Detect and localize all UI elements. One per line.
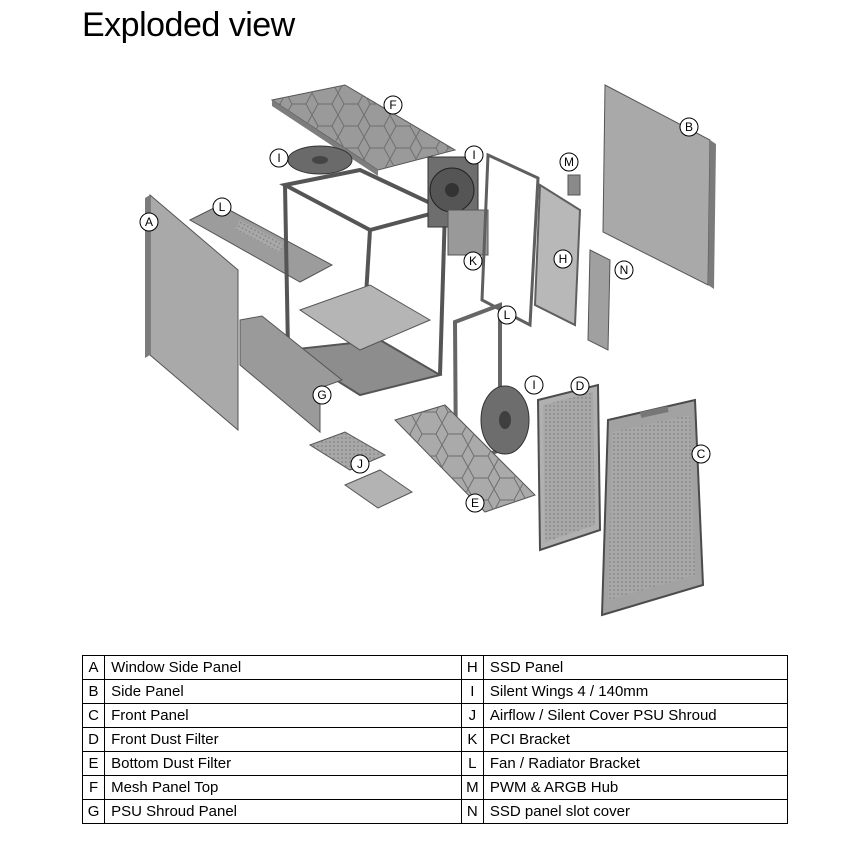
svg-text:F: F (389, 98, 396, 112)
exploded-view-diagram: A B C D E F G H I I I J K L L M N (139, 84, 716, 617)
svg-text:K: K (469, 254, 477, 268)
callout-l-front: L (497, 305, 517, 325)
part-key: A (81, 655, 106, 680)
part-name: Silent Wings 4 / 140mm (482, 679, 789, 704)
table-row: E Bottom Dust Filter L Fan / Radiator Br… (81, 751, 789, 776)
front-dust-filter (536, 383, 602, 552)
part-key: D (81, 727, 106, 752)
callout-labels: A B C D E F G H I I I J K L L M N (139, 95, 711, 513)
callout-i-front: I (524, 375, 544, 395)
svg-text:B: B (685, 120, 693, 134)
callout-f: F (383, 95, 403, 115)
front-panel (600, 398, 705, 617)
top-radiator-bracket (188, 204, 334, 283)
table-row: A Window Side Panel H SSD Panel (81, 655, 789, 680)
part-name: Bottom Dust Filter (104, 751, 462, 776)
part-key: J (460, 703, 484, 728)
part-name: PSU Shroud Panel (104, 799, 462, 824)
callout-d: D (570, 376, 590, 396)
part-key: C (81, 703, 106, 728)
part-key: K (460, 727, 484, 752)
svg-text:I: I (472, 148, 475, 162)
side-panel (602, 84, 716, 289)
callout-i-top: I (269, 148, 289, 168)
callout-j: J (350, 454, 370, 474)
callout-m: M (559, 152, 579, 172)
callout-e: E (465, 493, 485, 513)
part-key: L (460, 751, 484, 776)
part-name: PCI Bracket (482, 727, 789, 752)
svg-text:D: D (576, 379, 585, 393)
part-name: Window Side Panel (104, 655, 462, 680)
callout-l-top: L (212, 197, 232, 217)
callout-h: H (553, 249, 573, 269)
part-key: F (81, 775, 106, 800)
svg-text:I: I (277, 151, 280, 165)
part-key: H (460, 655, 484, 680)
part-name: Mesh Panel Top (104, 775, 462, 800)
table-row: F Mesh Panel Top M PWM & ARGB Hub (81, 775, 789, 800)
part-key: M (460, 775, 484, 800)
callout-b: B (679, 117, 699, 137)
table-row: G PSU Shroud Panel N SSD panel slot cove… (81, 799, 789, 824)
table-row: B Side Panel I Silent Wings 4 / 140mm (81, 679, 789, 704)
table-row: C Front Panel J Airflow / Silent Cover P… (81, 703, 789, 728)
part-name: Front Dust Filter (104, 727, 462, 752)
ssd-panel (480, 152, 582, 328)
part-name: PWM & ARGB Hub (482, 775, 789, 800)
front-fan (480, 385, 530, 455)
svg-text:L: L (219, 200, 226, 214)
callout-k: K (463, 251, 483, 271)
svg-text:A: A (145, 215, 153, 229)
part-key: N (460, 799, 484, 824)
part-name: Airflow / Silent Cover PSU Shroud (482, 703, 789, 728)
part-name: Front Panel (104, 703, 462, 728)
svg-text:G: G (317, 388, 326, 402)
callout-g: G (312, 385, 332, 405)
callout-c: C (691, 444, 711, 464)
bottom-dust-filter (394, 404, 536, 513)
rear-fan-and-pci-bracket (427, 156, 489, 256)
svg-text:E: E (471, 496, 479, 510)
pwm-argb-hub (567, 174, 581, 196)
ssd-slot-cover (587, 249, 611, 351)
svg-text:L: L (504, 308, 511, 322)
part-name: Side Panel (104, 679, 462, 704)
svg-text:H: H (559, 252, 568, 266)
callout-a: A (139, 212, 159, 232)
part-name: SSD panel slot cover (482, 799, 789, 824)
svg-text:M: M (564, 155, 574, 169)
part-key: B (81, 679, 106, 704)
top-fan (287, 145, 353, 175)
psu-shroud-panel (239, 315, 344, 434)
svg-text:J: J (357, 457, 363, 471)
svg-text:C: C (697, 447, 706, 461)
parts-legend-table: A Window Side Panel H SSD Panel B Side P… (81, 655, 789, 824)
part-key: E (81, 751, 106, 776)
part-key: G (81, 799, 106, 824)
part-name: Fan / Radiator Bracket (482, 751, 789, 776)
svg-text:I: I (532, 378, 535, 392)
part-key: I (460, 679, 484, 704)
window-side-panel (145, 193, 239, 432)
case-chassis (279, 167, 451, 397)
callout-i-rear: I (464, 145, 484, 165)
part-name: SSD Panel (482, 655, 789, 680)
page-title: Exploded view (82, 6, 295, 44)
table-row: D Front Dust Filter K PCI Bracket (81, 727, 789, 752)
svg-text:N: N (620, 263, 629, 277)
callout-n: N (614, 260, 634, 280)
